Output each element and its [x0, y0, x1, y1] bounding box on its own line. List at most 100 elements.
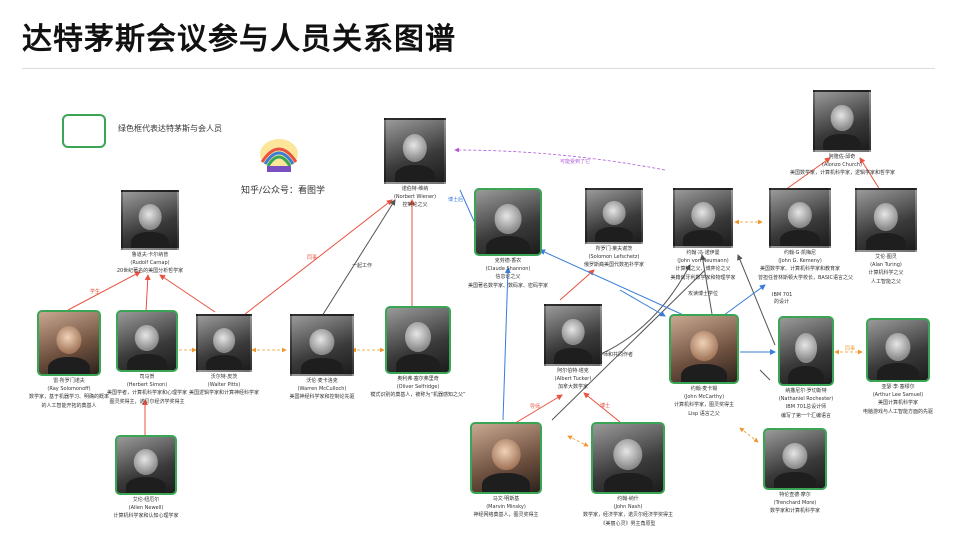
name-pitts: 沃尔特·皮茨	[210, 374, 238, 380]
en-turing: (Alan Turing)	[870, 262, 902, 269]
person-nash: 约翰·纳什 (John Nash) 数学家，经济学家，诺贝尔经济学奖得主 《美丽…	[578, 422, 678, 527]
name-mccarthy: 约翰·麦卡锡	[690, 386, 718, 392]
portrait-wiener	[384, 118, 446, 184]
edge-label-worked-together: 一起工作	[352, 263, 373, 269]
person-carnap: 鲁道夫·卡尔纳普 (Rudolf Carnap) 20世纪著名的美国分析哲学家	[100, 190, 200, 275]
desc-simon: 美国学者，计算机科学家和心理学家	[106, 390, 187, 397]
edge-label-student: 学生	[90, 289, 101, 295]
portrait-solomonoff	[37, 310, 101, 376]
desc-lefschetz: 俄罗斯裔美国代数拓扑学家	[583, 262, 644, 269]
name-mcculloch: 沃伦·麦卡洛克	[306, 378, 338, 384]
name-shannon: 克劳德·香农	[494, 258, 522, 264]
portrait-mccarthy	[669, 314, 739, 384]
desc-solomonoff: 数学家，基于机器学习、明确的概率	[28, 394, 109, 401]
name-solomonoff: 雷·所罗门诺夫	[53, 378, 85, 384]
desc-tucker: 加拿大数学家	[557, 384, 588, 391]
en-shannon: (Claude Shannon)	[485, 266, 531, 273]
person-samuel: 亚瑟·李·塞缪尔 (Arthur Lee Samuel) 美国计算机科学家 电脑…	[850, 318, 946, 415]
person-pitts: 沃尔特·皮茨 (Walter Pitts) 美国逻辑学家和计算神经科学家	[185, 314, 263, 397]
name-minsky: 马文·明斯基	[492, 496, 520, 502]
person-selfridge: 奥利弗·塞尔弗里奇 (Oliver Selfridge) 模式识别的奠基人，被称…	[368, 306, 468, 399]
name-selfridge: 奥利弗·塞尔弗里奇	[397, 376, 439, 382]
portrait-tucker	[544, 304, 602, 366]
person-minsky: 马文·明斯基 (Marvin Minsky) 神经网络奠基人，图灵奖得主	[464, 422, 548, 519]
portrait-kemeny	[769, 188, 831, 248]
en-selfridge: (Oliver Selfridge)	[396, 384, 440, 391]
en-carnap: (Rudolf Carnap)	[130, 260, 170, 267]
name-rochester: 纳撒尼尔·罗切斯特	[785, 388, 827, 394]
desc2-simon: 图灵奖得主，诺贝尔经济学奖得主	[109, 398, 185, 405]
person-more: 特伦查德·摩尔 (Trenchard More) 数学家和计算机科学家	[750, 428, 840, 515]
desc-pitts: 美国逻辑学家和计算神经科学家	[188, 390, 259, 397]
name-nash: 约翰·纳什	[617, 496, 639, 502]
name-simon: 司马贺	[139, 374, 155, 380]
desc2-shannon: 美国著名数学家、数码家、密码学家	[467, 282, 548, 289]
en-wiener: (Norbert Wiener)	[393, 194, 437, 201]
portrait-samuel	[866, 318, 930, 382]
en-samuel: (Arthur Lee Samuel)	[872, 392, 924, 399]
name-samuel: 亚瑟·李·塞缪尔	[881, 384, 915, 390]
person-solomonoff: 雷·所罗门诺夫 (Ray Solomonoff) 数学家，基于机器学习、明确的概…	[26, 310, 112, 409]
desc-wiener: 控制论之父	[402, 202, 428, 209]
name-carnap: 鲁道夫·卡尔纳普	[131, 252, 169, 258]
name-turing: 艾伦·图灵	[875, 254, 897, 260]
person-lefschetz: 所罗门·莱夫谢茨 (Solomon Lefschetz) 俄罗斯裔美国代数拓扑学…	[578, 188, 650, 269]
desc2-turing: 人工智能之父	[870, 278, 901, 285]
person-turing: 艾伦·图灵 (Alan Turing) 计算机科学之父 人工智能之父	[850, 188, 922, 285]
portrait-simon	[116, 310, 178, 372]
desc2-samuel: 电脑游戏与人工智能方面的先驱	[862, 408, 933, 415]
desc-kemeny: 美国数学家、计算机科学家和教育家	[759, 266, 840, 273]
person-rochester: 纳撒尼尔·罗切斯特 (Nathaniel Rochester) IBM 701总…	[764, 316, 848, 419]
desc2-mccarthy: Lisp 语言之父	[688, 410, 720, 417]
portrait-newell	[115, 435, 177, 495]
desc2-neumann: 美籍匈牙利数学家和物理学家	[670, 274, 736, 281]
name-wiener: 诺伯特·维纳	[401, 186, 429, 192]
name-newell: 艾伦·纽厄尔	[132, 497, 160, 503]
name-lefschetz: 所罗门·莱夫谢茨	[595, 246, 633, 252]
brand-logo	[260, 139, 298, 172]
portrait-minsky	[470, 422, 542, 494]
title-divider	[22, 68, 935, 69]
desc-neumann: 计算机之父、博弈论之父	[675, 266, 731, 273]
portrait-lefschetz	[585, 188, 643, 244]
edge-label-phd-advisor: 博士导师和共同作者	[588, 352, 634, 358]
en-solomonoff: (Ray Solomonoff)	[47, 386, 91, 393]
edge-label-mccarthy-neumann: 攻读博士学位	[688, 291, 719, 297]
person-shannon: 克劳德·香农 (Claude Shannon) 信息论之父 美国著名数学家、数码…	[460, 188, 556, 289]
en-newell: (Allen Newell)	[128, 505, 164, 512]
portrait-carnap	[121, 190, 179, 250]
en-church: (Alonzo Church)	[822, 162, 862, 169]
brand-caption: 知乎/公众号：看图学	[241, 186, 326, 196]
en-lefschetz: (Solomon Lefschetz)	[588, 254, 640, 261]
portrait-selfridge	[385, 306, 451, 374]
edge-label-colleague: 同事	[307, 255, 318, 261]
page-title: 达特茅斯会议参与人员关系图谱	[22, 22, 456, 57]
portrait-rochester	[778, 316, 834, 386]
desc-nash: 数学家，经济学家，诺贝尔经济学奖得主	[582, 512, 673, 519]
portrait-neumann	[673, 188, 733, 248]
desc-selfridge: 模式识别的奠基人，被称为“机器感知之父”	[370, 392, 466, 399]
edge-label-mutual: 同事	[845, 346, 856, 352]
en-simon: (Herbert Simon)	[126, 382, 168, 389]
en-kemeny: (John G. Kemeny)	[778, 258, 822, 265]
desc-newell: 计算机科学家和认知心理学家	[113, 513, 179, 520]
desc-samuel: 美国计算机科学家	[877, 400, 918, 407]
name-kemeny: 约翰·G·凯梅尼	[783, 250, 817, 256]
person-mccarthy: 约翰·麦卡锡 (John McCarthy) 计算机科学家，图灵奖得主 Lisp…	[662, 314, 746, 417]
name-more: 特伦查德·摩尔	[779, 492, 811, 498]
name-neumann: 约翰·冯·诺伊曼	[686, 250, 720, 256]
edge-label-phd: 博士	[600, 403, 611, 409]
edge-label-advisor: 导师	[530, 404, 541, 410]
en-more: (Trenchard More)	[773, 500, 817, 507]
en-mccarthy: (John McCarthy)	[683, 394, 725, 401]
en-minsky: (Marvin Minsky)	[486, 504, 526, 511]
person-simon: 司马贺 (Herbert Simon) 美国学者，计算机科学家和心理学家 图灵奖…	[104, 310, 190, 405]
desc-more: 数学家和计算机科学家	[769, 508, 820, 515]
desc2-nash: 《美丽心灵》男主角原型	[600, 520, 656, 527]
legend-text: 绿色框代表达特茅斯与会人员	[118, 124, 222, 133]
person-neumann: 约翰·冯·诺伊曼 (John von Neumann) 计算机之父、博弈论之父 …	[660, 188, 746, 281]
name-tucker: 阿尔伯特·塔克	[557, 368, 589, 374]
portrait-turing	[855, 188, 917, 252]
edge-label-shannon-wiener: 博士后	[448, 197, 464, 203]
portrait-shannon	[474, 188, 542, 256]
